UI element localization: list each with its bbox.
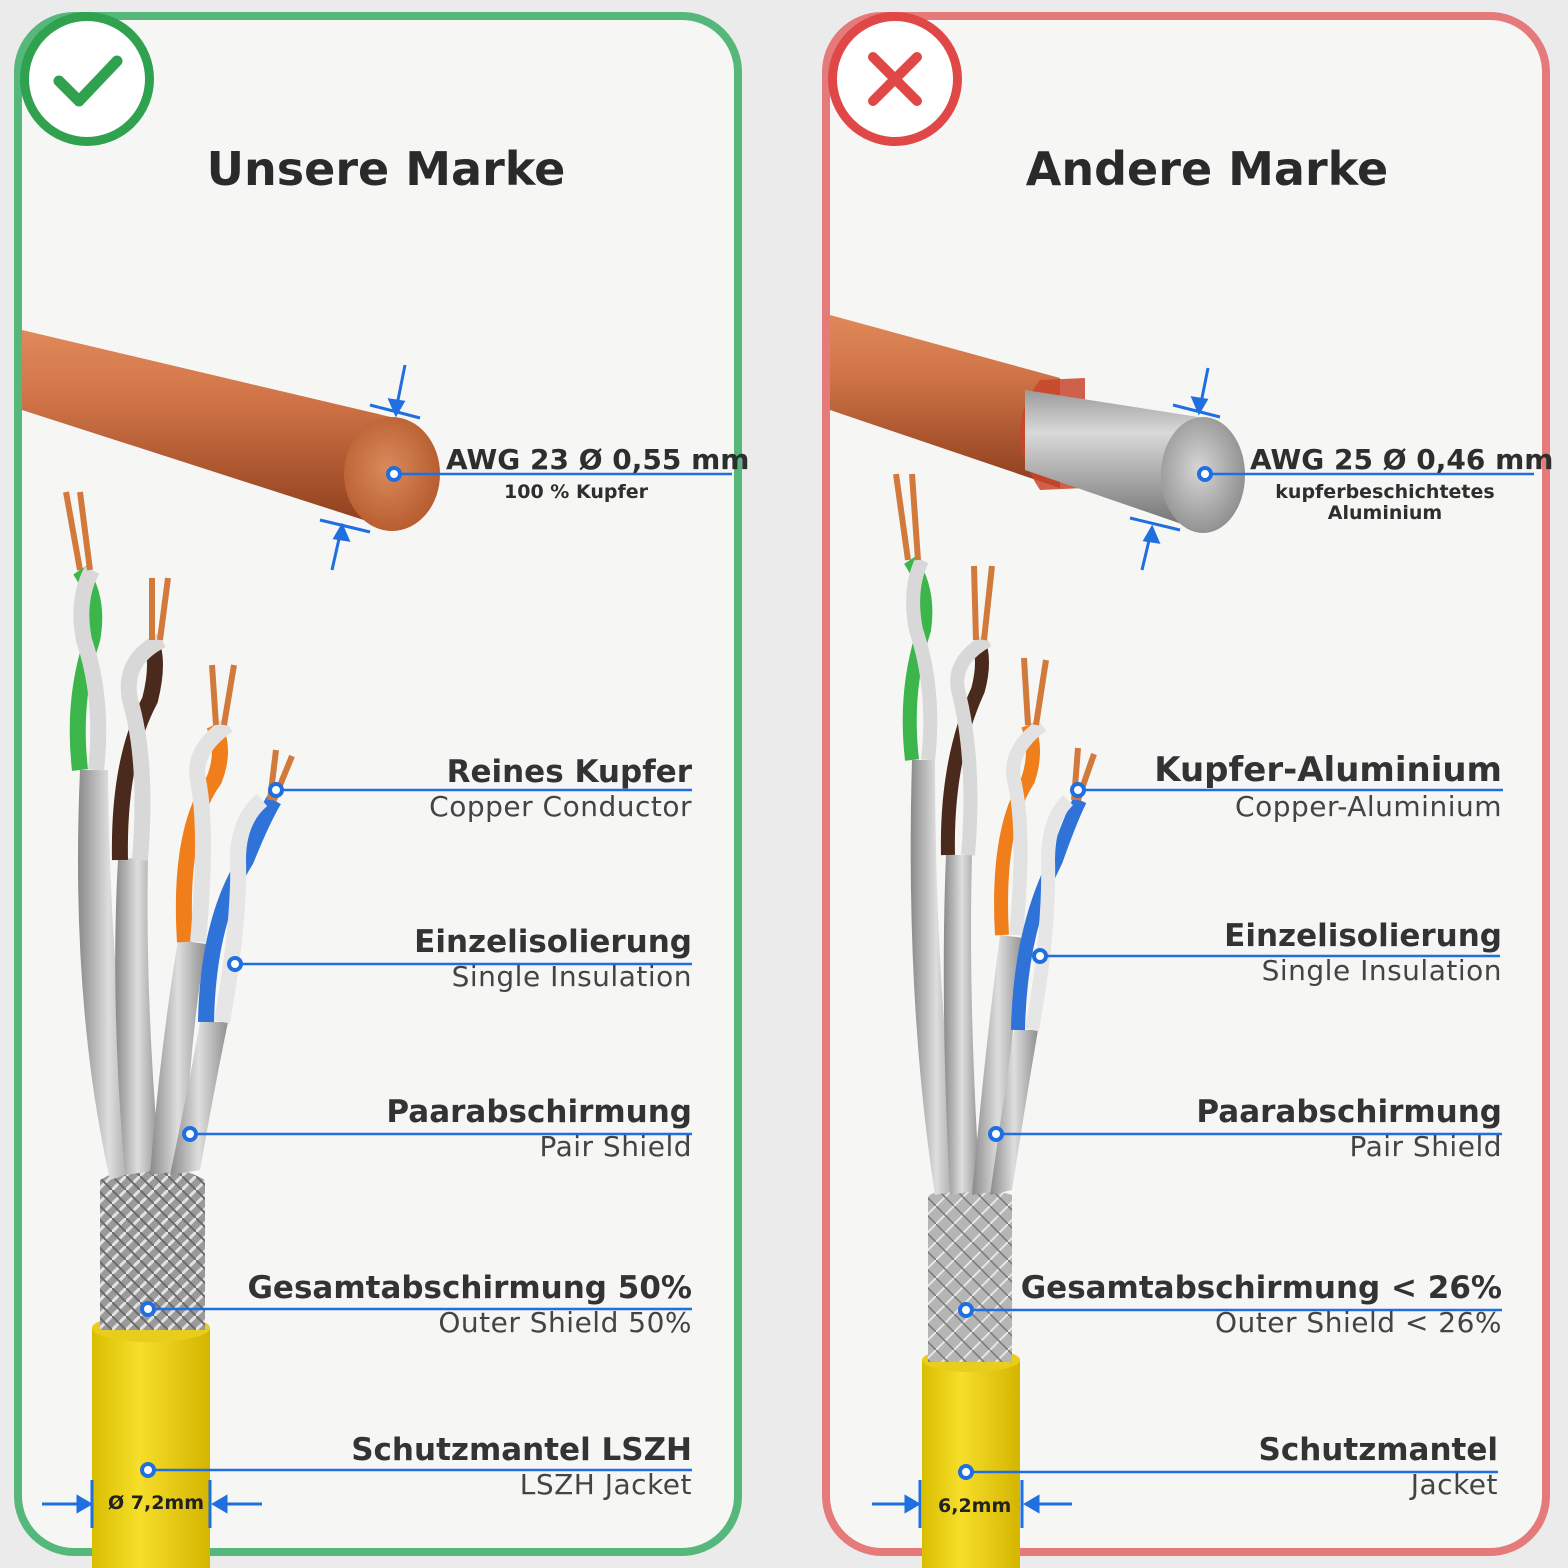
label-main: Gesamtabschirmung 50% [247,1270,692,1306]
label-sub: Copper Conductor [429,790,692,823]
checkmark-icon [53,55,123,107]
our-cable-illustration [63,491,295,1568]
label-outer-shield-left: Gesamtabschirmung 50% Outer Shield 50% [247,1270,692,1340]
awg-sub: 100 % Kupfer [504,481,648,503]
label-main: Schutzmantel [1258,1432,1498,1468]
label-main: Einzelisolierung [1224,918,1502,954]
label-sub: LSZH Jacket [519,1468,692,1501]
label-sub: Jacket [1410,1468,1498,1501]
label-jacket-left: Schutzmantel LSZH LSZH Jacket [351,1432,692,1502]
jacket-diameter-left: Ø 7,2mm [108,1492,205,1514]
awg-sub: kupferbeschichtetes Aluminium [1275,481,1495,524]
label-sub: Pair Shield [539,1130,692,1163]
approved-badge [20,12,154,146]
label-sub: Outer Shield < 26% [1215,1306,1502,1339]
our-brand-title: Unsere Marke [206,142,566,196]
label-insulation-right: Einzelisolierung Single Insulation [1224,918,1502,988]
copper-conductor-rod [22,330,440,531]
label-sub: Copper-Aluminium [1235,790,1502,823]
rod-diameter-arrows-right [1129,367,1221,571]
label-conductor-right: Kupfer-Aluminium Copper-Aluminium [1154,750,1502,824]
label-main: Kupfer-Aluminium [1154,750,1502,790]
jacket-diameter-arrows [42,1480,1072,1528]
label-main: Gesamtabschirmung < 26% [1020,1270,1502,1306]
label-sub: Outer Shield 50% [438,1306,692,1339]
label-conductor-left: Reines Kupfer Copper Conductor [429,754,692,824]
rejected-badge [828,12,962,146]
jacket-diameter-right: 6,2mm [938,1495,1012,1517]
label-jacket-right: Schutzmantel Jacket [1259,1432,1498,1502]
awg-spec-right: AWG 25 Ø 0,46 mm kupferbeschichtetes Alu… [1250,444,1553,524]
label-main: Reines Kupfer [446,754,692,790]
rod-diameter-arrows [319,364,421,571]
label-pair-shield-left: Paarabschirmung Pair Shield [386,1094,692,1164]
label-main: Schutzmantel LSZH [351,1432,692,1468]
label-main: Einzelisolierung [414,924,692,960]
label-pair-shield-right: Paarabschirmung Pair Shield [1196,1094,1502,1164]
label-main: Paarabschirmung [1196,1094,1502,1130]
cross-icon [868,52,922,106]
label-insulation-left: Einzelisolierung Single Insulation [414,924,692,994]
label-sub: Single Insulation [1261,954,1502,987]
callout-dots [140,466,1213,1480]
other-brand-title: Andere Marke [1025,142,1389,196]
awg-main: AWG 25 Ø 0,46 mm [1250,443,1554,476]
label-main: Paarabschirmung [386,1094,692,1130]
label-sub: Pair Shield [1349,1130,1502,1163]
awg-main: AWG 23 Ø 0,55 mm [446,443,750,476]
awg-spec-left: AWG 23 Ø 0,55 mm 100 % Kupfer [446,444,749,503]
callout-lines [148,472,1534,1474]
other-cable-illustration [893,473,1097,1568]
cca-conductor-rod [830,315,1245,533]
label-sub: Single Insulation [451,960,692,993]
label-outer-shield-right: Gesamtabschirmung < 26% Outer Shield < 2… [1021,1270,1502,1340]
